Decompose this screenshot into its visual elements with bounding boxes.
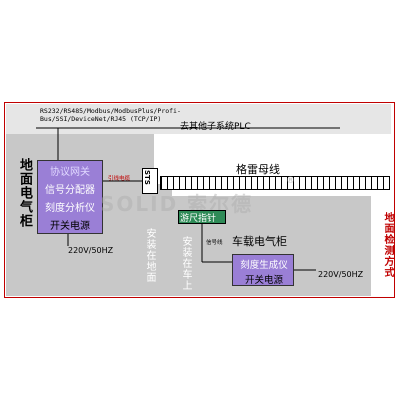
car-voltage-label: 220V/50HZ [318, 270, 364, 279]
protocol-list: RS232/RS485/Modbus/ModbusPlus/Profi- Bus… [40, 107, 181, 123]
diagram-frame [4, 102, 395, 298]
sts-box [142, 168, 158, 194]
ground-voltage-label: 220V/50HZ [68, 246, 114, 255]
top-band [6, 104, 391, 134]
watermark: SOLID 索尔德 [100, 192, 254, 216]
scale-generator-label: 刻度生成仪 [240, 260, 288, 271]
car-device-box: 刻度生成仪 开关电源 [232, 254, 294, 286]
plc-label: 去其他子系统PLC [180, 122, 251, 132]
signal-line-label: 信号线 [206, 240, 223, 246]
signal-splitter-label: 信号分配器 [45, 185, 95, 196]
ground-detection-label: 地面检测方式 [382, 212, 393, 278]
caliper-label: 游尺指针 [180, 214, 217, 224]
gray-bus-label: 格雷母线 [236, 163, 280, 176]
scale-analyzer-label: 刻度分析仪 [45, 203, 95, 214]
lead-cable-label: 引线电缆 [108, 176, 131, 182]
caliper-box [178, 210, 226, 224]
ground-cabinet-label: 地面电气柜 [17, 158, 32, 228]
gray-bus-bar [160, 176, 390, 190]
ground-device-box: 协议网关 信号分配器 刻度分析仪 开关电源 [37, 160, 103, 234]
car-cabinet-label: 车载电气柜 [232, 235, 287, 248]
protocol-gateway-label: 协议网关 [50, 167, 90, 178]
middle-panel [136, 184, 172, 296]
car-switch-power-label: 开关电源 [244, 275, 283, 286]
install-car-label: 安装在车上 [180, 236, 191, 291]
install-ground-label: 安装在地面 [144, 228, 155, 283]
sts-label: STS [143, 170, 151, 185]
watermark-registered-mark: ® [286, 176, 295, 186]
ground-switch-power-label: 开关电源 [50, 221, 90, 232]
